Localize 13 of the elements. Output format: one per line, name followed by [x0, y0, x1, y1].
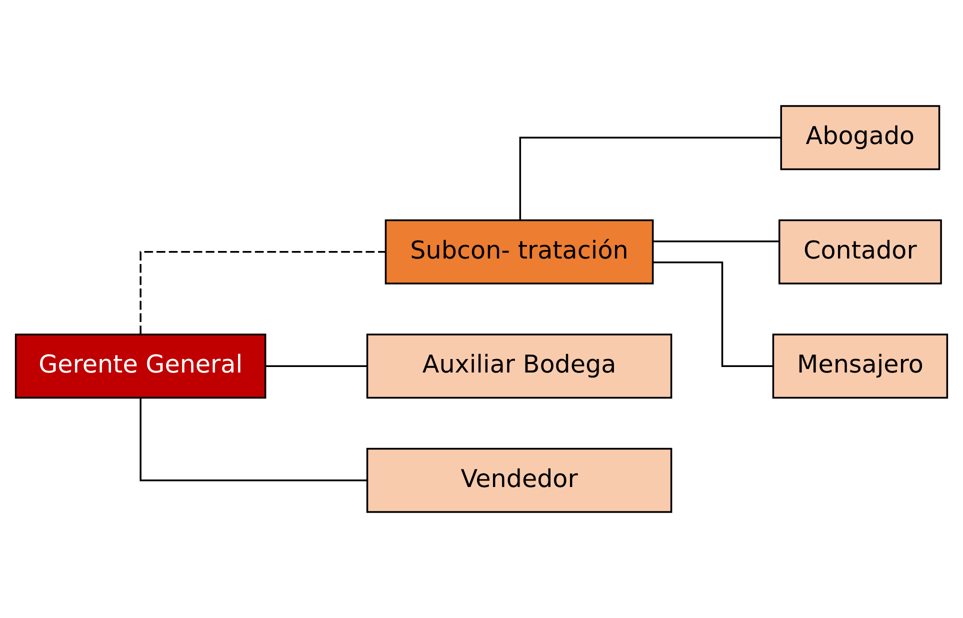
connector — [140, 251, 386, 334]
node-box: Gerente General — [14, 334, 266, 399]
connector — [266, 365, 367, 367]
node-box: Abogado — [780, 105, 940, 170]
node-box: Subcon- tratación — [384, 219, 654, 284]
connector — [653, 240, 779, 242]
node-box: Auxiliar Bodega — [366, 334, 672, 399]
connector — [140, 398, 367, 482]
connector — [652, 262, 773, 367]
node-box: Vendedor — [366, 448, 672, 513]
node-box: Contador — [778, 219, 942, 284]
node-box: Mensajero — [772, 334, 948, 399]
connector — [519, 136, 780, 220]
